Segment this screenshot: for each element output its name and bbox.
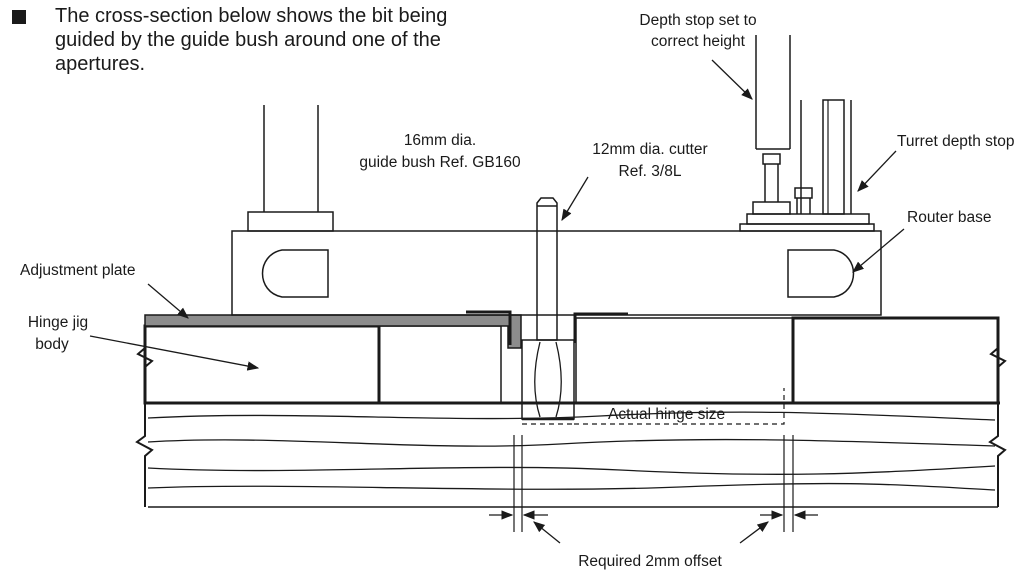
intro-paragraph: The cross-section below shows the bit be…: [12, 4, 448, 76]
hinge-size-outline: [522, 388, 785, 425]
hinge-jig-label-1: Hinge jig: [28, 314, 88, 331]
square-bullet-icon: [12, 10, 26, 24]
depth-stop: [739, 35, 875, 232]
depth-stop-label-1: Depth stop set to: [639, 12, 756, 29]
guide-bush-label-1: 16mm dia.: [404, 132, 476, 149]
hinge-jig-label-2: body: [35, 336, 69, 353]
depth-stop-label-2: correct height: [651, 33, 746, 50]
offset-dimension: [489, 435, 818, 532]
hinge-jig-body: [136, 324, 381, 405]
offset-label: Required 2mm offset: [578, 553, 722, 570]
router-base-label: Router base: [907, 209, 991, 226]
cutter-bit: [521, 197, 575, 421]
cutter-label-2: Ref. 3/8L: [619, 163, 682, 180]
workpiece-wood: [135, 401, 1007, 508]
guide-bush: [247, 105, 334, 232]
cutter-label-1: 12mm dia. cutter: [592, 141, 707, 158]
intro-line-3: apertures.: [55, 53, 146, 75]
adjustment-plate-label: Adjustment plate: [20, 262, 135, 279]
intro-line-1: The cross-section below shows the bit be…: [55, 5, 448, 27]
guide-bush-label-2: guide bush Ref. GB160: [359, 154, 521, 171]
intro-line-2: guided by the guide bush around one of t…: [55, 29, 441, 51]
leader-arrows: [89, 59, 905, 544]
hinge-size-label: Actual hinge size: [608, 406, 725, 423]
jig-body-right: [378, 316, 1007, 405]
turret-label: Turret depth stop: [897, 133, 1014, 150]
